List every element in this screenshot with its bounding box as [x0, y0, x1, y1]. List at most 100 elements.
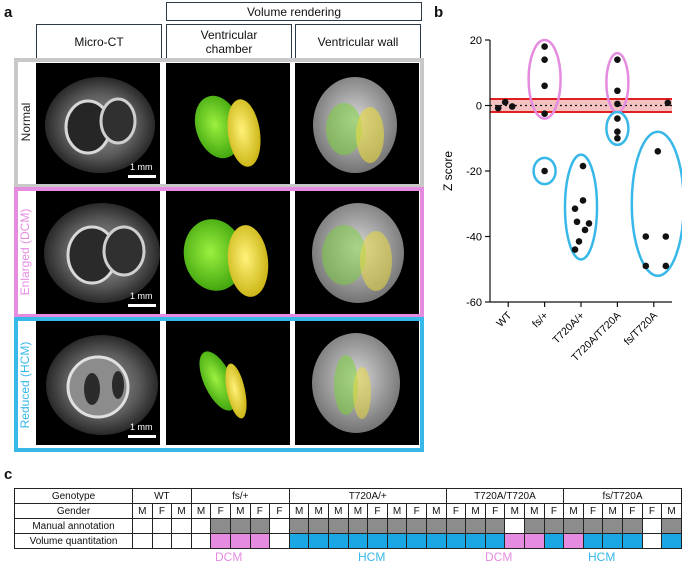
volume-quantitation-cell [484, 533, 506, 549]
manual-annotation-cell [622, 518, 643, 534]
volume-quantitation-cell [543, 533, 565, 549]
genotype-row-title: Genotype [14, 488, 133, 504]
gender-cell: M [504, 503, 526, 519]
scale-label-normal: 1 mm [130, 162, 153, 172]
group-ellipse [563, 153, 599, 261]
panel-a-image-grid [36, 63, 419, 445]
gender-cell: M [425, 503, 447, 519]
x-tick-label: T720A/+ [550, 310, 587, 347]
data-point [579, 162, 587, 170]
col-header-ventricular-chamber: Ventricular chamber [166, 24, 292, 59]
manual-annotation-cell [425, 518, 447, 534]
data-point [494, 104, 502, 112]
data-point [571, 246, 579, 253]
volume-quantitation-cell [171, 533, 192, 549]
data-point [571, 205, 579, 212]
volume-rendering-header: Volume rendering [166, 2, 422, 21]
volume-quantitation-cell [524, 533, 545, 549]
data-point [573, 218, 581, 226]
manual-annotation-row: Manual annotation [14, 518, 682, 534]
gender-cell: F [151, 503, 173, 519]
data-point [614, 56, 621, 63]
y-tick-label: -40 [466, 232, 482, 244]
gender-cell: F [367, 503, 388, 519]
panel-a-letter: a [4, 4, 13, 21]
row-reduced-tiles [36, 321, 419, 445]
manual-annotation-cell [328, 518, 349, 534]
gender-cell: M [524, 503, 545, 519]
gender-cell: M [288, 503, 310, 519]
data-point [541, 82, 548, 90]
manual-annotation-cell [367, 518, 388, 534]
volume-quantitation-cell [406, 533, 427, 549]
category-label-hcm: HCM [588, 550, 616, 564]
volume-quantitation-cell [288, 533, 310, 549]
data-point [541, 110, 548, 117]
manual-annotation-row-title: Manual annotation [14, 518, 133, 534]
manual-annotation-cell [229, 518, 251, 534]
category-label-dcm: DCM [215, 550, 243, 564]
volume-quantitation-cell [445, 533, 467, 549]
gender-cell: F [641, 503, 663, 519]
row-normal-tiles [36, 63, 419, 187]
genotype-cell: fs/T720A [563, 488, 682, 504]
data-point [654, 148, 662, 155]
volume-quantitation-cell [641, 533, 663, 549]
manual-annotation-cell [151, 518, 173, 534]
x-tick-label: fs/T720A [622, 310, 660, 348]
volume-quantitation-cell [425, 533, 447, 549]
col-header-micro-ct: Micro-CT [36, 24, 162, 59]
gender-row-title: Gender [14, 503, 133, 519]
manual-annotation-cell [504, 518, 526, 534]
data-point [614, 134, 621, 142]
panel-b-letter: b [434, 4, 444, 21]
manual-annotation-cell [543, 518, 565, 534]
manual-annotation-cell [484, 518, 506, 534]
volume-quantitation-cell [465, 533, 486, 549]
panel-c-letter: c [4, 466, 13, 483]
y-tick-label: 20 [470, 35, 482, 47]
gender-cell: M [328, 503, 349, 519]
genotype-cell: WT [132, 488, 192, 504]
volume-quantitation-cell [132, 533, 153, 549]
group-ellipse [532, 156, 557, 186]
gender-cell: M [386, 503, 408, 519]
gender-cell: F [622, 503, 643, 519]
group-ellipse [630, 130, 682, 278]
gender-cell: M [229, 503, 251, 519]
manual-annotation-cell [563, 518, 584, 534]
data-point [664, 99, 672, 107]
gender-cell: M [465, 503, 486, 519]
x-tick-label: fs/+ [530, 310, 551, 331]
volume-quantitation-cell [151, 533, 173, 549]
gender-cell: M [661, 503, 682, 519]
manual-annotation-cell [210, 518, 231, 534]
data-point [614, 87, 621, 95]
volume-quantitation-cell [602, 533, 623, 549]
manual-annotation-cell [171, 518, 192, 534]
volume-quantitation-cell [582, 533, 604, 549]
manual-annotation-cell [582, 518, 604, 534]
row-label-enlarged: Enlarged (DCM) [18, 208, 32, 296]
gender-cell: F [269, 503, 290, 519]
data-point [581, 226, 589, 234]
row-label-reduced: Reduced (HCM) [18, 341, 32, 429]
volume-quantitation-cell [210, 533, 231, 549]
manual-annotation-cell [132, 518, 153, 534]
scale-bar-enlarged [128, 304, 156, 307]
data-point [508, 103, 516, 110]
data-point [575, 238, 583, 245]
manual-annotation-cell [641, 518, 663, 534]
manual-annotation-cell [308, 518, 329, 534]
data-point [614, 100, 621, 108]
manual-annotation-cell [465, 518, 486, 534]
volume-quantitation-cell [386, 533, 408, 549]
scale-bar-reduced [128, 435, 156, 438]
data-point [642, 233, 650, 240]
scale-label-reduced: 1 mm [130, 422, 153, 432]
genotype-cell: fs/+ [190, 488, 290, 504]
y-tick-label: 0 [476, 101, 482, 113]
